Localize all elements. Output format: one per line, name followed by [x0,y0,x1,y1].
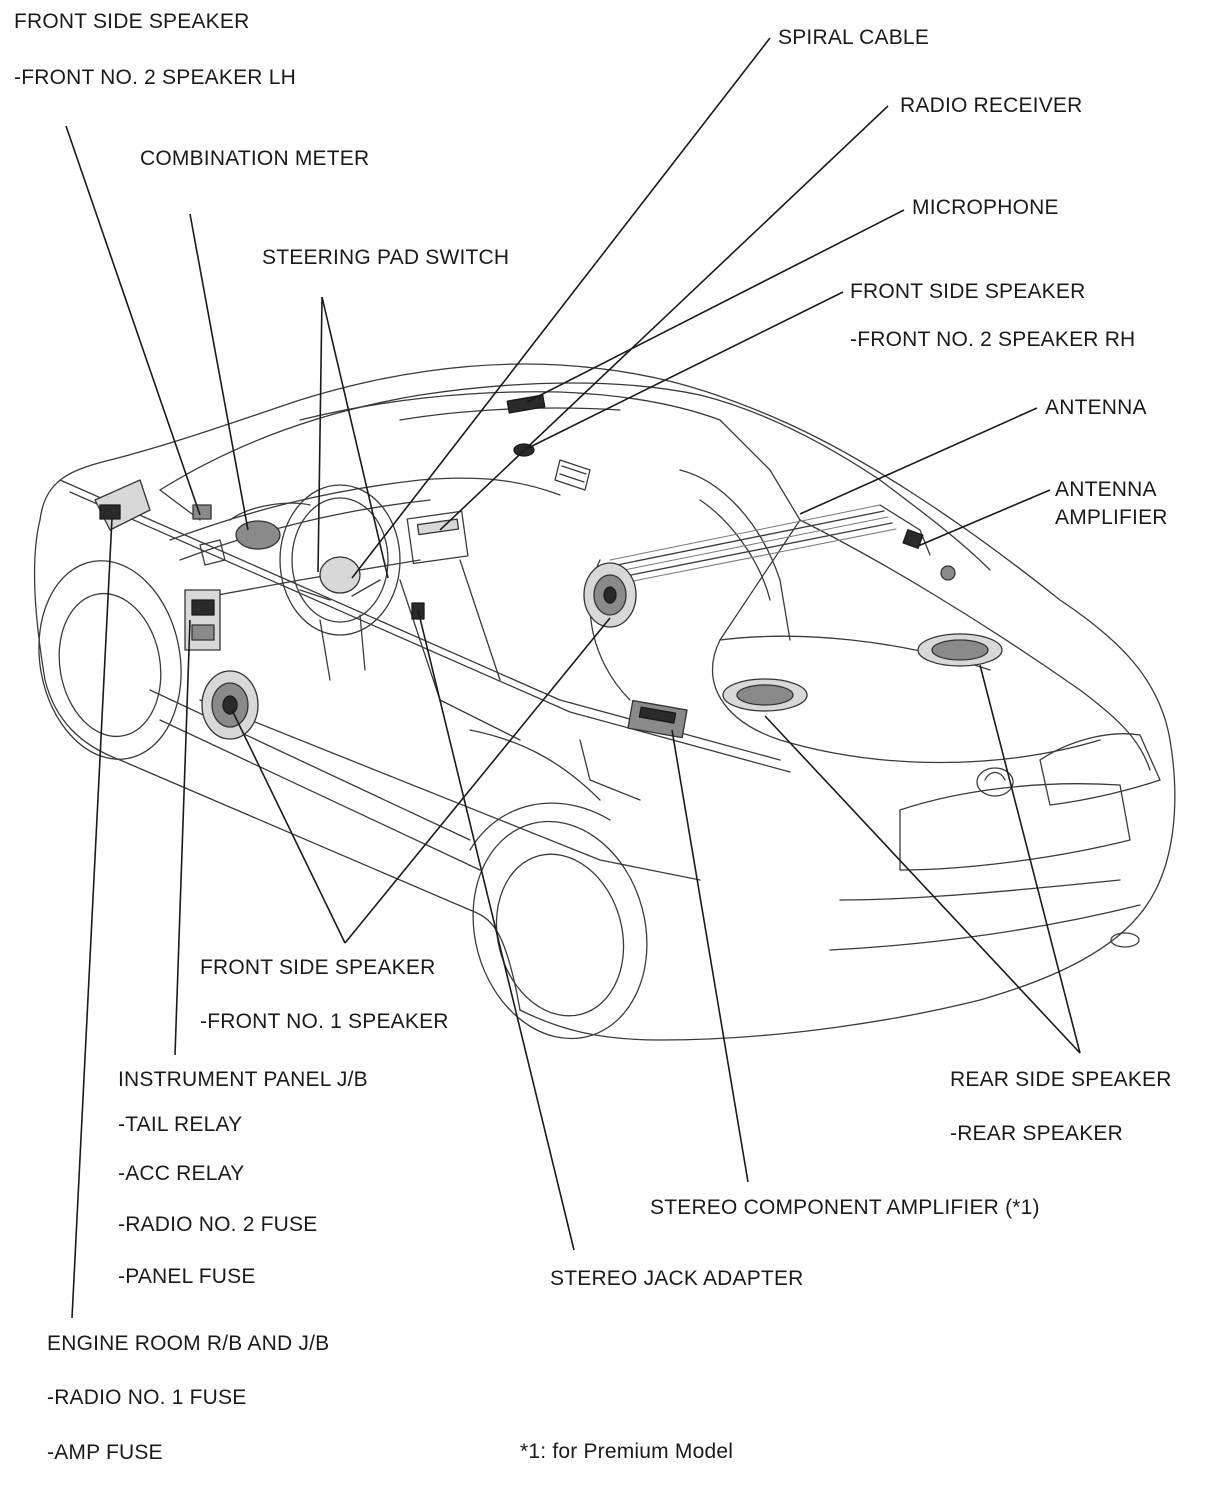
label-antenna: ANTENNA [1045,396,1147,419]
vehicle-illustration [33,363,1176,1041]
label-spiral-cable: SPIRAL CABLE [778,26,930,49]
leader-front-no2-speaker-lh [65,125,201,516]
label-engine-room-rb-jb: ENGINE ROOM R/B AND J/B [47,1332,330,1355]
label-front-side-speaker: FRONT SIDE SPEAKER [200,956,436,979]
footnote: *1: for Premium Model [520,1440,734,1463]
leader-front-no2-speaker-rh [523,291,844,451]
label-radio-no2-fuse: -RADIO NO. 2 FUSE [118,1213,318,1236]
leader-stereo-jack-adapter [417,609,575,1251]
label-antenna-amplifier-line1: ANTENNA [1055,478,1157,501]
label-front-no2-speaker-lh: -FRONT NO. 2 SPEAKER LH [14,66,296,89]
label-front-side-speaker-rh: FRONT SIDE SPEAKER [850,280,1086,303]
leader-front-no1-speaker-left [231,709,346,944]
label-rear-speaker: -REAR SPEAKER [950,1122,1123,1145]
leader-rear-speaker-left [764,715,1081,1054]
leader-rear-speaker-right [979,664,1081,1054]
leader-steering-pad-switch-left [317,296,323,573]
label-combination-meter: COMBINATION METER [140,147,370,170]
label-panel-fuse: -PANEL FUSE [118,1265,256,1288]
label-amp-fuse: -AMP FUSE [47,1441,163,1464]
label-front-side-speaker-lh: FRONT SIDE SPEAKER [14,10,250,33]
leader-microphone [526,209,905,403]
leader-instrument-panel-jb [174,619,191,1056]
label-stereo-jack-adapter: STEREO JACK ADAPTER [550,1267,804,1290]
label-antenna-amplifier-line2: AMPLIFIER [1055,506,1168,529]
label-radio-no1-fuse: -RADIO NO. 1 FUSE [47,1386,247,1409]
leader-stereo-component-amplifier [671,729,749,1183]
label-front-no1-speaker: -FRONT NO. 1 SPEAKER [200,1010,449,1033]
leader-spiral-cable [351,37,771,579]
label-radio-receiver: RADIO RECEIVER [900,94,1083,117]
label-steering-pad-switch: STEERING PAD SWITCH [262,246,510,269]
label-tail-relay: -TAIL RELAY [118,1113,243,1136]
leader-front-no1-speaker-right [344,617,611,944]
leader-antenna [799,407,1038,515]
leader-engine-room-rb-jb [71,517,113,1319]
leader-antenna-amplifier [917,489,1051,547]
label-microphone: MICROPHONE [912,196,1059,219]
leader-lines [65,37,1081,1319]
leader-radio-receiver [439,105,889,531]
leader-combination-meter [189,213,249,531]
label-rear-side-speaker: REAR SIDE SPEAKER [950,1068,1172,1091]
label-stereo-component-amplifier: STEREO COMPONENT AMPLIFIER (*1) [650,1196,1040,1219]
label-acc-relay: -ACC RELAY [118,1162,245,1185]
label-instrument-panel-jb: INSTRUMENT PANEL J/B [118,1068,368,1091]
leader-steering-pad-switch-right [321,296,389,579]
label-front-no2-speaker-rh: -FRONT NO. 2 SPEAKER RH [850,328,1136,351]
